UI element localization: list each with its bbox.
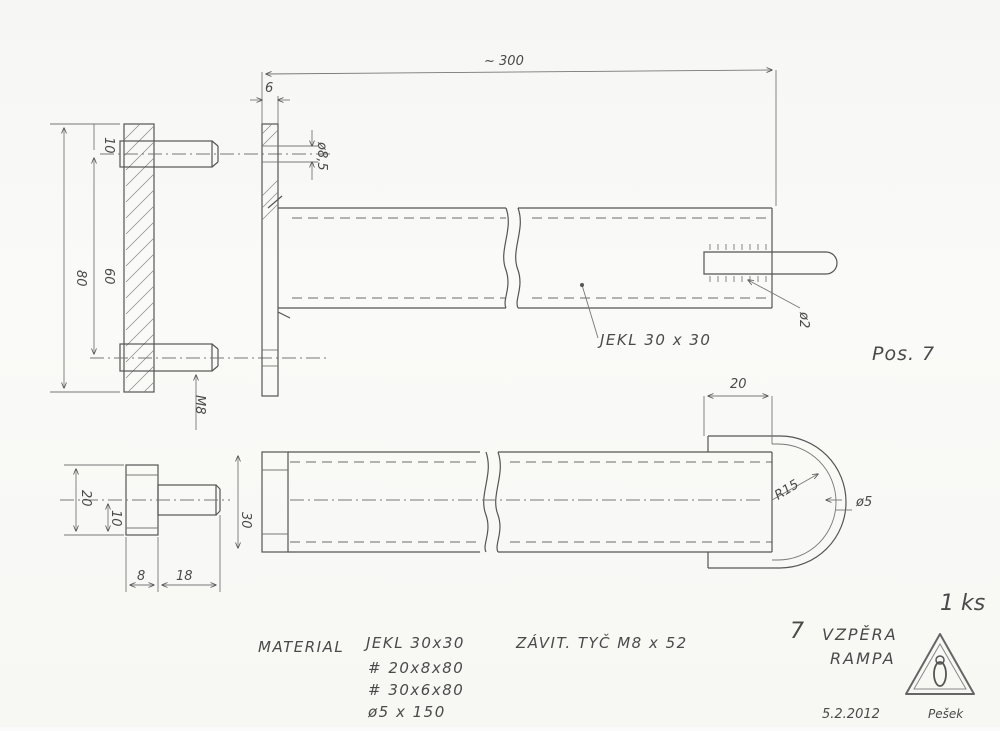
dim-hole-diameter: ø8,5 [314,141,329,171]
label-position: Pos. 7 [872,343,935,365]
dim-rod-diameter: ø5 [855,495,872,510]
material-label: MATERIAL [258,638,344,656]
dim-pin-diameter: ø2 [796,311,811,328]
dim-edge-distance: 10 [101,137,116,154]
material-round-bar: ø5 x 150 [367,703,446,721]
signature: Pešek [928,707,964,721]
label-tube: JEKL 30 x 30 [597,331,711,349]
part-quantity: 1 ks [940,591,985,616]
material-flat-bar-1: # 20x8x80 [368,659,464,677]
top-view-bracket [60,464,230,592]
drawing-date: 5.2.2012 [822,707,880,722]
side-view-plate [50,123,330,430]
dim-plate-width: 20 [78,490,93,507]
tube-front-view [267,195,838,339]
dim-thread: M8 [192,395,207,415]
dim-bolt-spacing: 60 [101,268,116,285]
dim-half-width: 10 [108,510,123,527]
part-number: 7 [790,619,804,644]
dim-tube-side: 30 [238,512,253,529]
part-title-line1: VZPĚRA [822,625,898,644]
stamp-logo [905,633,975,695]
dim-plate-depth: 8 [137,569,145,584]
material-flat-bar-2: # 30x6x80 [368,681,464,699]
part-title-line2: RAMPA [830,649,896,668]
plate-edge-view [250,72,318,397]
material-tube: JEKL 30x30 [363,634,465,652]
dim-plate-height: 80 [73,270,88,287]
dim-bolt-length: 18 [176,569,193,584]
dim-overall-length: ~ 300 [484,54,524,69]
tube-top-view [238,396,852,569]
material-notes: MATERIAL JEKL 30x30 ZÁVIT. TYČ M8 x 52 #… [258,633,688,721]
dim-plate-thickness: 6 [265,81,273,96]
material-threaded-rod: ZÁVIT. TYČ M8 x 52 [515,633,688,652]
dim-hook-width: 20 [730,377,747,392]
title-block: 7 VZPĚRA RAMPA 1 ks 5.2.2012 Pešek [790,591,985,722]
dim-bend-radius: R15 [772,477,802,503]
dim-line-overall [266,70,772,74]
